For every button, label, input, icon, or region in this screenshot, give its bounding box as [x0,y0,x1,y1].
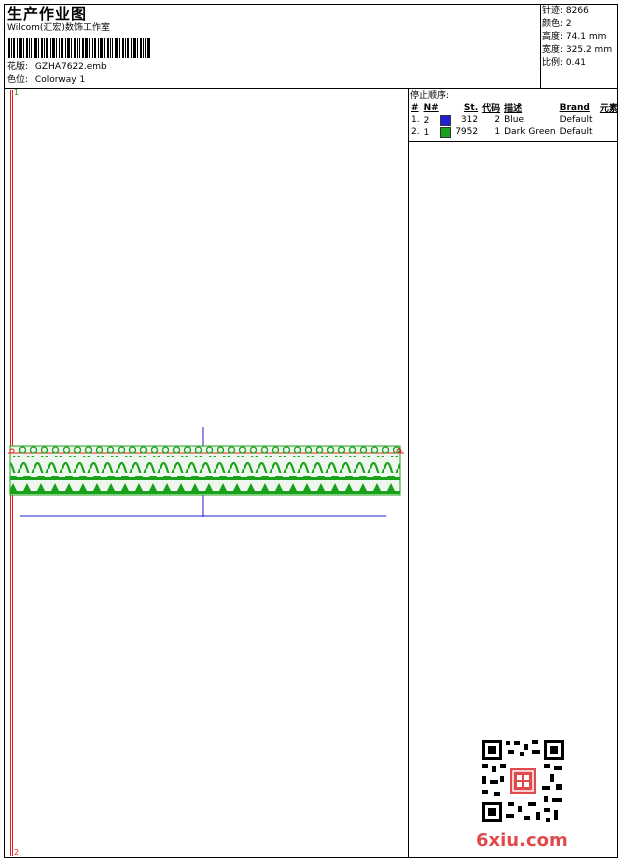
stop-sequence-table: # N# St. 代码 描述 Brand 元素 1. 2 312 2 Blue … [409,101,620,138]
barcode [8,38,150,58]
stitches-row: 针迹: 8266 [542,6,589,16]
row-description: Dark Green [504,127,556,137]
stats-divider [540,4,541,88]
page-top-label: 1 [14,88,20,97]
col-description: 描述 [504,104,523,114]
qr-center-seal [510,768,536,794]
col-element: 元素 [599,104,618,114]
colorway-label: 色位: [7,75,29,85]
row-code: 1 [494,127,501,137]
row-stitches: 7952 [455,127,479,137]
page-frame [4,4,618,858]
corner-marker [9,448,15,454]
panel-divider [408,88,409,858]
height-value: 74.1 mm [565,32,607,42]
width-row: 宽度: 325.2 mm [542,45,613,55]
col-stitches: St. [463,102,479,113]
site-watermark-logo: 6xiu.com [476,830,568,851]
row-brand: Default [559,127,593,137]
colorway-value: Colorway 1 [34,75,86,85]
col-code: 代码 [482,104,501,114]
wave-border-row [10,456,400,473]
header-divider [4,88,618,89]
stitches-value: 8266 [565,6,589,16]
col-index: # [411,102,419,113]
colorway-line: 色位: Colorway 1 [7,75,85,86]
row-needle: 2 [423,115,430,126]
row-index: 1. [411,115,420,125]
width-value: 325.2 mm [565,45,613,55]
row-needle: 1 [423,127,430,138]
col-brand: Brand [559,102,590,113]
row-description: Blue [504,115,525,125]
stop-sequence-title: 停止顺序: [410,91,450,101]
color-swatch [440,114,452,126]
colors-row: 颜色: 2 [542,19,572,29]
scale-row: 比例: 0.41 [542,58,586,68]
studio-subtitle: Wilcom(汇宏)数饰工作室 [7,23,110,33]
qr-code [480,738,566,824]
scale-value: 0.41 [565,58,586,68]
row-brand: Default [559,115,593,125]
design-value: GZHA7622.emb [34,62,107,72]
table-row: 1. 2 312 2 Blue Default [409,114,620,126]
col-needle: N# [423,102,439,113]
stop-table-header: # N# St. 代码 描述 Brand 元素 [409,101,620,115]
page-bottom-label: 2 [14,848,20,857]
leaf-border-row [10,476,400,492]
height-row: 高度: 74.1 mm [542,32,607,42]
colors-value: 2 [565,19,572,29]
design-file-line: 花版: GZHA7622.emb [7,62,107,73]
row-code: 2 [494,115,501,125]
design-stats: 针迹: 8266 颜色: 2 高度: 74.1 mm 宽度: 325.2 mm … [542,6,612,71]
embroidery-design [8,427,404,517]
flower-border-row [18,444,400,454]
row-index: 2. [411,127,420,137]
corner-marker [396,448,402,454]
page-title: 生产作业图 [7,5,88,23]
table-row: 2. 1 7952 1 Dark Green Default [409,126,620,138]
design-label: 花版: [7,62,29,72]
row-stitches: 312 [460,115,479,125]
table-bottom-rule [408,141,618,142]
color-swatch [440,126,452,138]
